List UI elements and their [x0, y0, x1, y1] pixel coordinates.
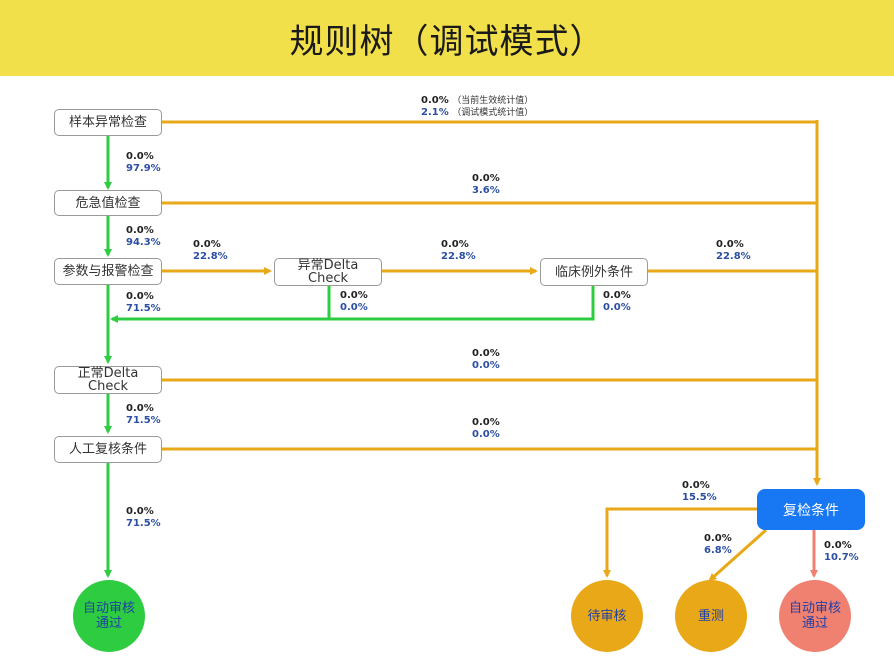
node-recheck-label: 复检条件: [783, 502, 839, 519]
outcome-auto-pass-line1: 自动审核: [82, 601, 135, 616]
outcome-retest-label: 重测: [697, 608, 724, 624]
node-abnormal-delta-check[interactable]: 异常Delta Check: [274, 258, 382, 286]
edge-label-current: 0.0%: [682, 480, 710, 491]
node-normal-delta-check[interactable]: 正常Delta Check: [54, 366, 162, 394]
node-normal-delta-line2: Check: [88, 379, 128, 394]
node-clinical-exception-label: 临床例外条件: [554, 264, 633, 280]
outcome-pending[interactable]: 待审核: [571, 580, 643, 652]
edge-label-current: 0.0%: [126, 225, 154, 236]
outcome-auto-pass-2-line2: 通过: [801, 616, 828, 631]
edge-recheck-to-retest: [708, 528, 767, 582]
edge-label-manual-to-right: 0.0% 0.0%: [472, 417, 500, 441]
edge-label-debug: 3.6%: [472, 185, 500, 196]
edge-label-debug: 71.5%: [126, 518, 161, 529]
edge-label-debug: 10.7%: [824, 552, 859, 563]
edge-label-abnormal-delta-down: 0.0% 0.0%: [340, 290, 368, 314]
edge-label-critical-to-param: 0.0% 94.3%: [126, 225, 161, 249]
edge-label-current: 0.0%: [126, 291, 154, 302]
edge-label-critical-to-right: 0.0% 3.6%: [472, 173, 500, 197]
outcome-auto-pass[interactable]: 自动审核 通过: [73, 580, 145, 652]
edge-label-debug: 0.0%: [603, 302, 631, 313]
edge-label-recheck-to-pending: 0.0% 15.5%: [682, 480, 717, 504]
edge-label-abnormal-delta-to-clinical: 0.0% 22.8%: [441, 239, 476, 263]
edge-label-debug: 15.5%: [682, 492, 717, 503]
edge-label-debug: 97.9%: [126, 163, 161, 174]
node-clinical-exception[interactable]: 临床例外条件: [540, 258, 648, 286]
node-abnormal-delta-line1: 异常Delta: [297, 258, 359, 273]
outcome-auto-pass-line2: 通过: [95, 616, 122, 631]
edge-label-current: 0.0%: [716, 239, 744, 250]
legend-debug-note: （调试模式统计值）: [452, 108, 534, 118]
legend-debug-value: 2.1%: [421, 107, 449, 118]
legend: 0.0% （当前生效统计值） 2.1% （调试模式统计值）: [421, 95, 533, 119]
edge-label-debug: 94.3%: [126, 237, 161, 248]
header-bar: 规则树（调试模式）: [0, 0, 894, 76]
outcome-auto-pass-2[interactable]: 自动审核 通过: [779, 580, 851, 652]
outcome-auto-pass-2-line1: 自动审核: [788, 601, 841, 616]
edge-label-debug: 0.0%: [472, 429, 500, 440]
edge-label-debug: 22.8%: [193, 251, 228, 262]
edge-label-normal-delta-to-right: 0.0% 0.0%: [472, 348, 500, 372]
edge-label-debug: 22.8%: [716, 251, 751, 262]
edge-label-recheck-to-retest: 0.0% 6.8%: [704, 533, 732, 557]
edge-label-current: 0.0%: [472, 348, 500, 359]
node-manual-review[interactable]: 人工复核条件: [54, 436, 162, 463]
node-critical-check-label: 危急值检查: [75, 195, 141, 211]
page-title: 规则树（调试模式）: [289, 21, 605, 62]
edge-label-param-to-abnormal-delta: 0.0% 22.8%: [193, 239, 228, 263]
edge-label-current: 0.0%: [126, 151, 154, 162]
node-recheck[interactable]: 复检条件: [757, 489, 865, 530]
node-manual-review-label: 人工复核条件: [68, 442, 147, 457]
edge-label-current: 0.0%: [603, 290, 631, 301]
node-sample-check[interactable]: 样本异常检查: [54, 109, 162, 136]
edge-label-debug: 0.0%: [340, 302, 368, 313]
edge-label-recheck-to-auto: 0.0% 10.7%: [824, 540, 859, 564]
outcome-pending-label: 待审核: [587, 608, 627, 624]
edge-label-current: 0.0%: [126, 403, 154, 414]
edge-label-debug: 0.0%: [472, 360, 500, 371]
edge-label-normal-delta-to-manual: 0.0% 71.5%: [126, 403, 161, 427]
edge-label-clinical-down: 0.0% 0.0%: [603, 290, 631, 314]
edge-label-debug: 22.8%: [441, 251, 476, 262]
edge-label-current: 0.0%: [340, 290, 368, 301]
node-critical-check[interactable]: 危急值检查: [54, 190, 162, 216]
node-sample-check-label: 样本异常检查: [68, 115, 147, 130]
edge-label-param-down: 0.0% 71.5%: [126, 291, 161, 315]
edge-label-current: 0.0%: [193, 239, 221, 250]
edge-label-debug: 6.8%: [704, 545, 732, 556]
edge-label-current: 0.0%: [704, 533, 732, 544]
legend-current-note: （当前生效统计值）: [452, 96, 534, 106]
edge-label-current: 0.0%: [472, 417, 500, 428]
node-normal-delta-line1: 正常Delta: [77, 366, 139, 381]
edge-label-debug: 71.5%: [126, 303, 161, 314]
edge-label-debug: 71.5%: [126, 415, 161, 426]
node-param-alarm-check[interactable]: 参数与报警检查: [54, 258, 162, 285]
outcome-retest[interactable]: 重测: [675, 580, 747, 652]
edge-label-current: 0.0%: [824, 540, 852, 551]
edge-label-clinical-to-right: 0.0% 22.8%: [716, 239, 751, 263]
edge-label-current: 0.0%: [126, 506, 154, 517]
edge-recheck-to-pending: [603, 507, 757, 578]
edge-label-current: 0.0%: [441, 239, 469, 250]
legend-current-value: 0.0%: [421, 95, 449, 106]
edge-label-manual-to-auto: 0.0% 71.5%: [126, 506, 161, 530]
node-abnormal-delta-line2: Check: [308, 271, 348, 286]
edge-label-current: 0.0%: [472, 173, 500, 184]
edge-branch-return: [110, 286, 595, 323]
edge-label-sample-to-critical: 0.0% 97.9%: [126, 151, 161, 175]
node-param-alarm-check-label: 参数与报警检查: [62, 264, 154, 279]
